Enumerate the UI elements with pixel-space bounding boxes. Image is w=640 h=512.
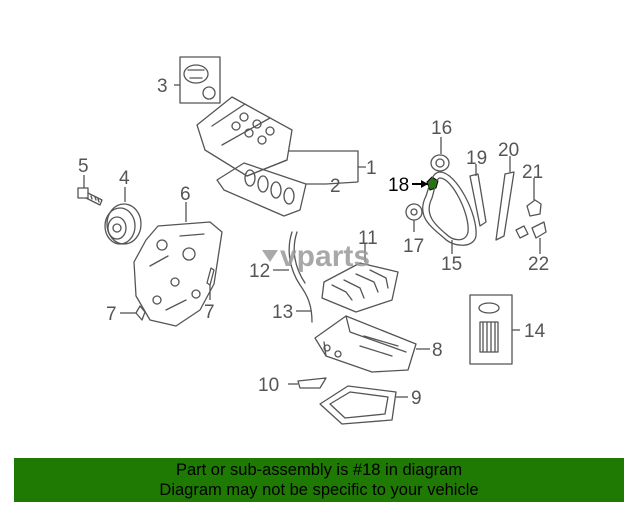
- callout-13: 13: [272, 302, 293, 323]
- seal-part-left: [120, 305, 146, 321]
- tensioner-arm-part: [495, 156, 515, 241]
- valve-cover-gasket-part: [216, 162, 359, 217]
- callout-19: 19: [466, 148, 487, 169]
- callout-7-right: 7: [204, 302, 215, 323]
- oil-filter-part: [469, 294, 520, 365]
- crank-pulley-part: [104, 187, 142, 245]
- callout-10: 10: [258, 375, 279, 396]
- upper-oil-pan-part: [314, 315, 430, 373]
- timing-chain-part: [421, 171, 477, 254]
- idler-pulley-part: [430, 137, 450, 172]
- seal-part-right: [206, 267, 215, 300]
- callout-2: 2: [330, 176, 341, 197]
- callout-3: 3: [157, 76, 168, 97]
- oil-baffle-part: [321, 244, 399, 313]
- vparts-watermark: vparts: [262, 240, 370, 273]
- callout-6: 6: [180, 184, 191, 205]
- bracket-part: [515, 221, 547, 254]
- callout-15: 15: [441, 254, 462, 275]
- callout-20: 20: [498, 140, 519, 161]
- callout-12: 12: [249, 261, 270, 282]
- callout-11: 11: [358, 228, 378, 249]
- callout-7-left: 7: [106, 304, 117, 325]
- dipstick-part: [273, 231, 313, 323]
- callout-21: 21: [522, 162, 543, 183]
- lower-oil-pan-part: [319, 385, 408, 425]
- chain-guide-part: [469, 164, 487, 227]
- watermark-text: vparts: [280, 240, 370, 273]
- callout-1: 1: [366, 158, 377, 179]
- callout-18: 18: [388, 175, 409, 196]
- timing-cover-part: [133, 202, 223, 327]
- callout-22: 22: [528, 254, 549, 275]
- callout-16: 16: [431, 118, 452, 139]
- crank-bolt-part: [77, 175, 103, 206]
- tensioner-pulley-part: [405, 203, 423, 232]
- banner-line-1: Part or sub-assembly is #18 in diagram: [175, 461, 463, 479]
- valve-cover-part: [196, 96, 366, 182]
- callout-4: 4: [119, 168, 130, 189]
- oil-pan-gasket-part: [288, 377, 327, 389]
- chain-tensioner-part: [526, 178, 542, 217]
- callout-17: 17: [403, 236, 424, 257]
- info-banner: Part or sub-assembly is #18 in diagram D…: [14, 458, 624, 502]
- callout-14: 14: [524, 321, 546, 342]
- callout-8: 8: [432, 340, 443, 361]
- callout-9: 9: [411, 388, 422, 409]
- banner-line-2: Diagram may not be specific to your vehi…: [159, 481, 479, 499]
- oil-filler-cap-part: [174, 56, 221, 104]
- callout-5: 5: [78, 156, 89, 177]
